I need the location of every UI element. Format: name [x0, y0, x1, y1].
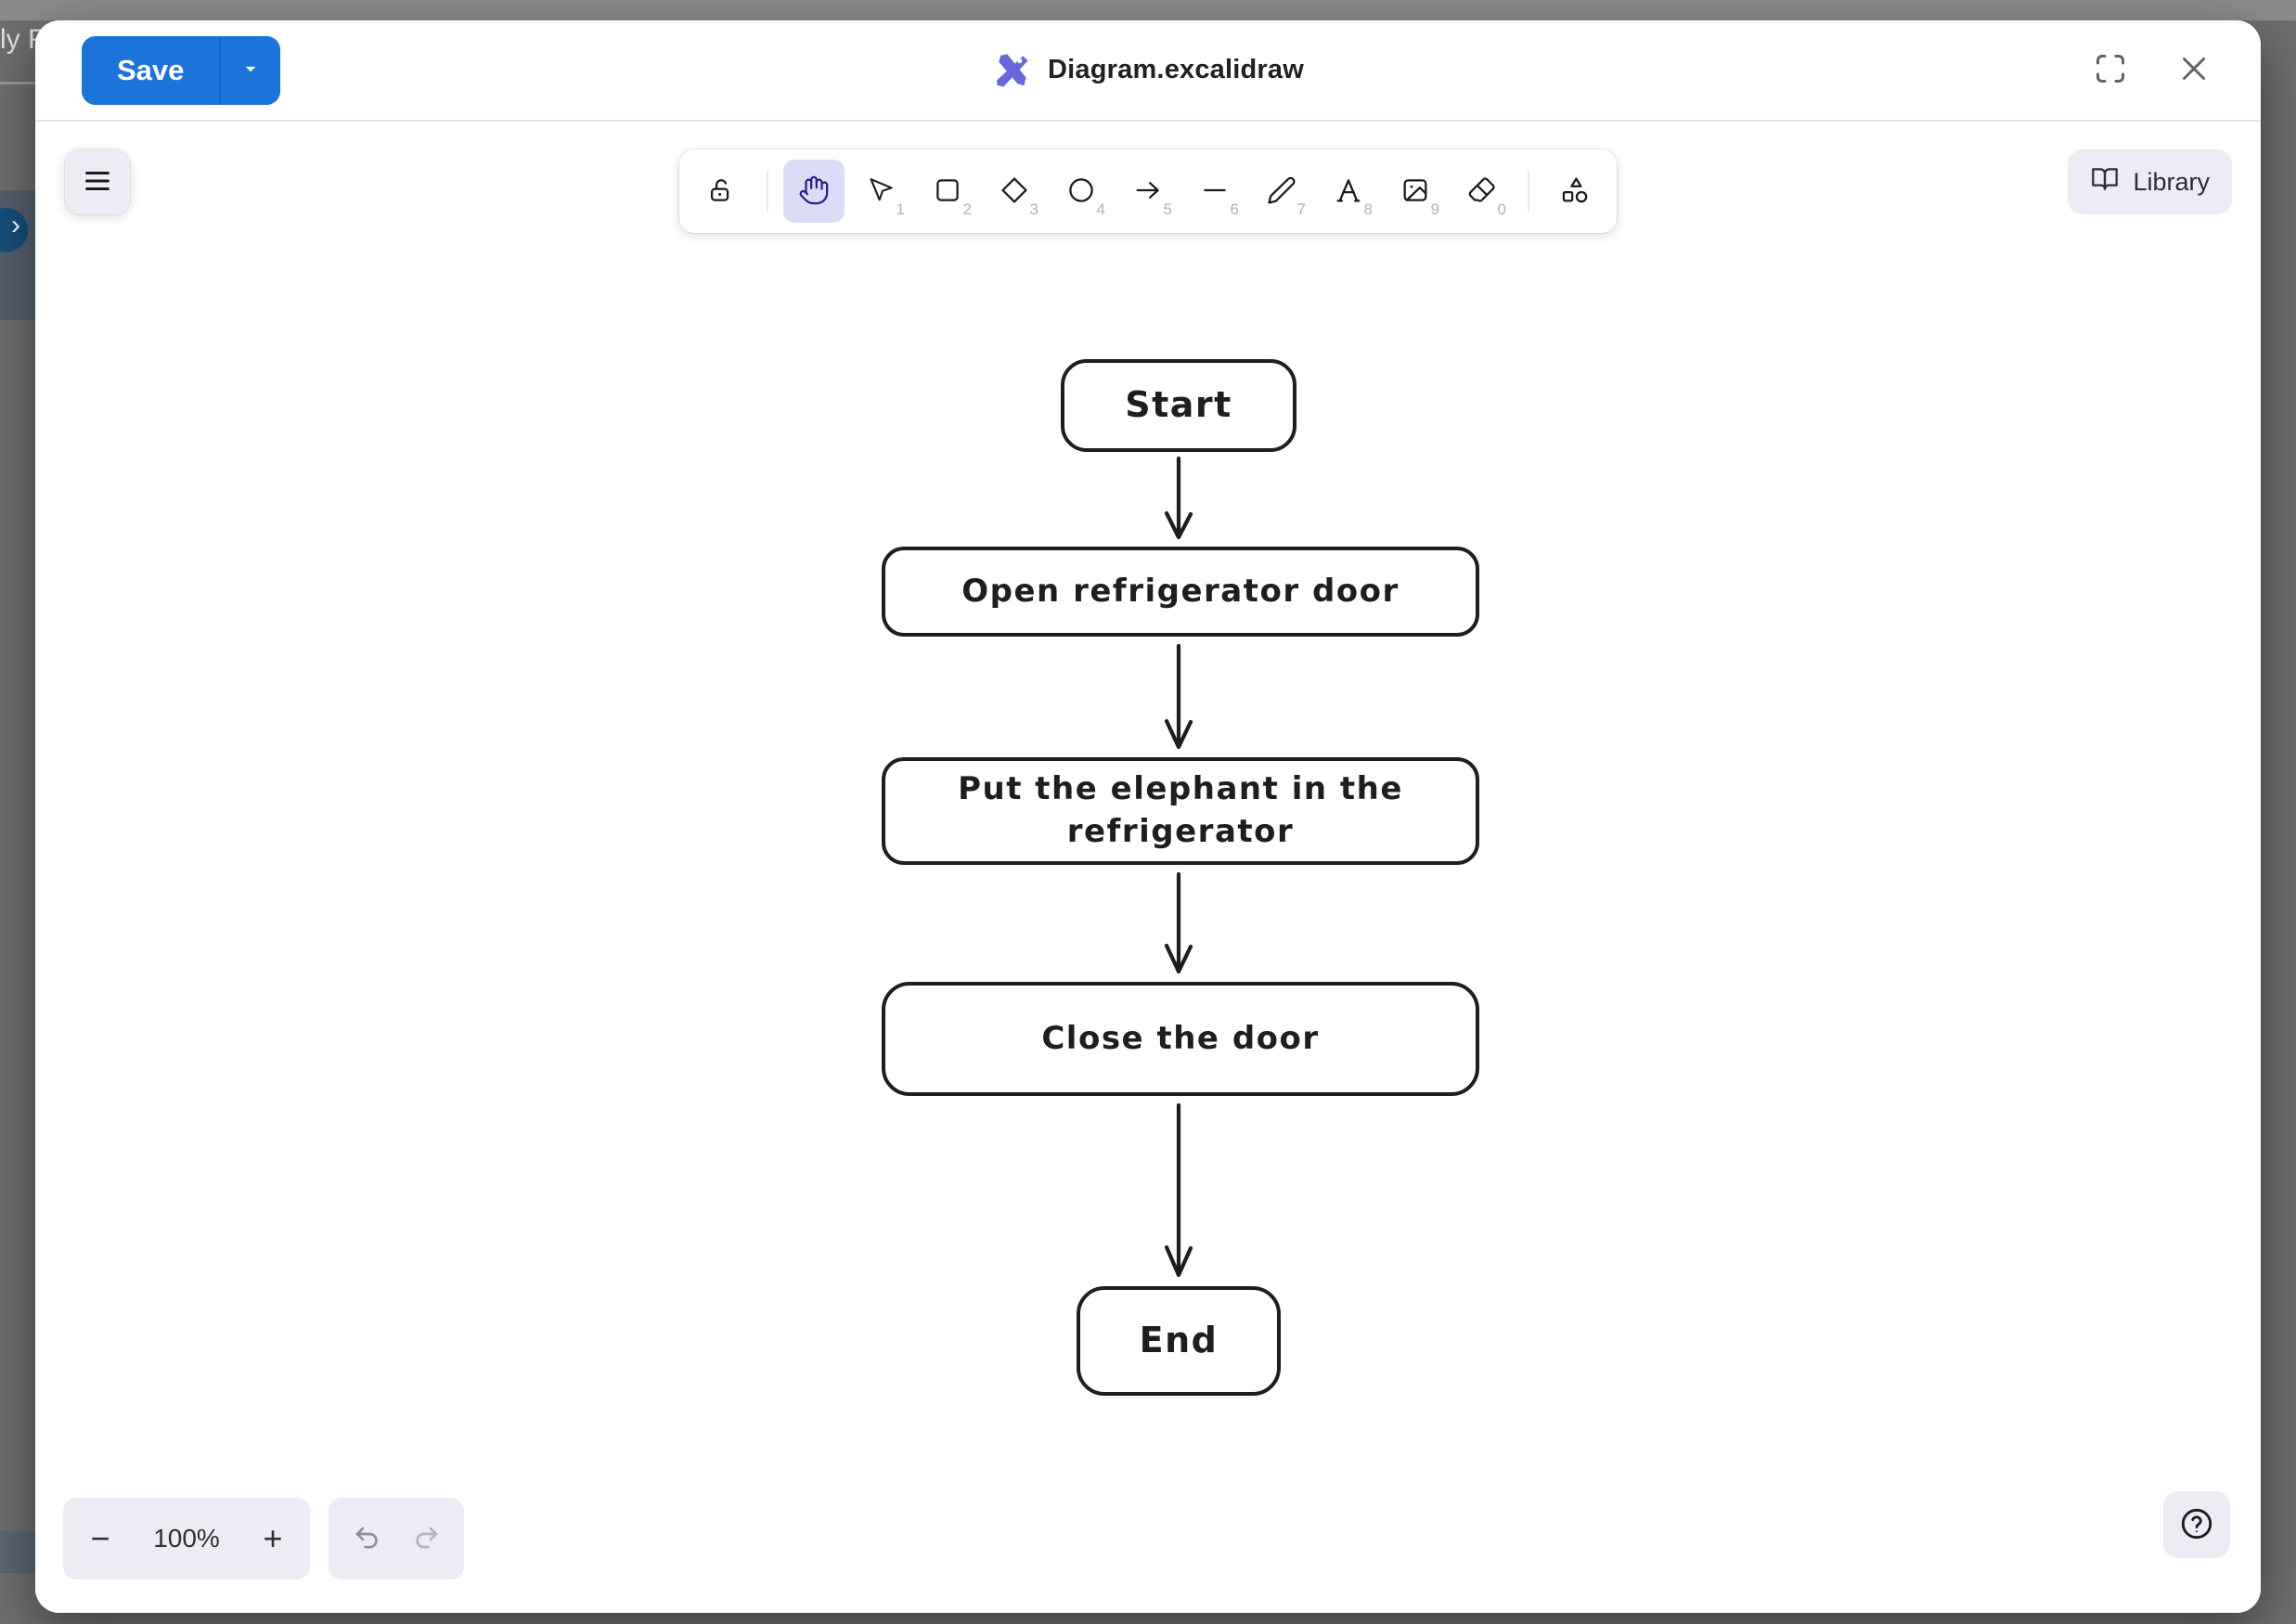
chevron-down-icon [239, 57, 263, 84]
background-overlay-strip [0, 0, 2296, 20]
undo-button[interactable] [340, 1506, 393, 1571]
save-split-button: Save [82, 35, 281, 105]
redo-button[interactable] [400, 1506, 454, 1571]
flowchart-node-start[interactable]: Start [1061, 359, 1296, 452]
flowchart-node-end[interactable]: End [1077, 1286, 1281, 1396]
flowchart-arrow[interactable] [1158, 871, 1199, 975]
undo-icon [352, 1523, 381, 1555]
flowchart-arrow[interactable] [1158, 456, 1199, 541]
history-control [329, 1498, 464, 1579]
tool-shortcut: 0 [1497, 200, 1506, 218]
fullscreen-button[interactable] [2090, 50, 2131, 91]
excalidraw-logo [992, 51, 1031, 90]
rectangle-tool-button[interactable]: 2 [917, 160, 978, 223]
tool-shortcut: 2 [962, 200, 972, 218]
background-row [0, 1531, 35, 1573]
text-tool-button[interactable]: 8 [1318, 160, 1379, 223]
hand-icon [798, 174, 830, 209]
modal-title-group: Diagram.excalidraw [992, 51, 1304, 90]
toolbar-divider [767, 171, 768, 212]
pencil-icon [1266, 174, 1297, 209]
excalidraw-modal: Save Diagram.excalidraw [35, 20, 2261, 1613]
close-button[interactable] [2173, 50, 2214, 91]
drawing-canvas[interactable]: 1 2 3 4 [35, 122, 2261, 1613]
tool-shortcut: 3 [1029, 200, 1038, 218]
redo-icon [412, 1523, 442, 1555]
zoom-in-button[interactable]: + [245, 1506, 301, 1571]
ellipse-tool-button[interactable]: 4 [1051, 160, 1112, 223]
save-dropdown-button[interactable] [219, 35, 281, 105]
diamond-tool-button[interactable]: 3 [984, 160, 1045, 223]
flowchart-node-open-door[interactable]: Open refrigerator door [882, 547, 1479, 637]
ellipse-icon [1065, 174, 1097, 209]
eraser-icon [1466, 174, 1498, 209]
library-button[interactable]: Library [2068, 149, 2232, 214]
line-icon [1199, 174, 1231, 209]
tool-island: 1 2 3 4 [679, 149, 1617, 233]
draw-tool-button[interactable]: 7 [1251, 160, 1312, 223]
flowchart-arrow[interactable] [1158, 643, 1199, 751]
shapes-icon [1559, 174, 1591, 209]
tool-shortcut: 5 [1163, 200, 1172, 218]
image-tool-button[interactable]: 9 [1385, 160, 1446, 223]
text-icon [1333, 174, 1364, 209]
hamburger-menu-icon [82, 165, 113, 200]
flowchart-node-put-elephant[interactable]: Put the elephant in the refrigerator [882, 757, 1479, 865]
background-divider [0, 82, 35, 84]
line-tool-button[interactable]: 6 [1184, 160, 1245, 223]
image-icon [1400, 174, 1431, 209]
zoom-level[interactable]: 100% [153, 1524, 220, 1553]
zoom-control: − 100% + [63, 1498, 310, 1579]
modal-header: Save Diagram.excalidraw [35, 20, 2261, 122]
modal-title: Diagram.excalidraw [1047, 55, 1305, 84]
tool-shortcut: 4 [1096, 200, 1105, 218]
rectangle-icon [932, 174, 963, 209]
tool-shortcut: 1 [896, 200, 905, 218]
lock-tool-button[interactable] [690, 160, 752, 223]
toolbar-divider [1528, 171, 1529, 212]
arrow-icon [1132, 174, 1164, 209]
arrow-tool-button[interactable]: 5 [1117, 160, 1179, 223]
tool-shortcut: 8 [1363, 200, 1373, 218]
open-book-icon [2090, 164, 2120, 200]
unlock-icon [705, 174, 737, 209]
shapes-tool-button[interactable] [1544, 160, 1606, 223]
main-menu-button[interactable] [65, 149, 130, 214]
help-button[interactable] [2163, 1491, 2230, 1558]
flowchart-arrow[interactable] [1158, 1102, 1199, 1279]
tool-shortcut: 9 [1430, 200, 1439, 218]
close-icon [2177, 52, 2211, 88]
library-button-label: Library [2133, 167, 2210, 196]
tool-shortcut: 7 [1296, 200, 1306, 218]
tool-shortcut: 6 [1230, 200, 1239, 218]
save-button[interactable]: Save [82, 35, 220, 105]
hand-tool-button[interactable] [783, 160, 845, 223]
diamond-icon [999, 174, 1030, 209]
selection-tool-button[interactable]: 1 [850, 160, 911, 223]
eraser-tool-button[interactable]: 0 [1451, 160, 1513, 223]
header-actions [2090, 50, 2214, 91]
question-mark-icon [2179, 1506, 2214, 1544]
flowchart-node-close-door[interactable]: Close the door [882, 982, 1479, 1096]
fullscreen-icon [2094, 52, 2127, 88]
cursor-icon [865, 174, 896, 209]
zoom-out-button[interactable]: − [72, 1506, 128, 1571]
